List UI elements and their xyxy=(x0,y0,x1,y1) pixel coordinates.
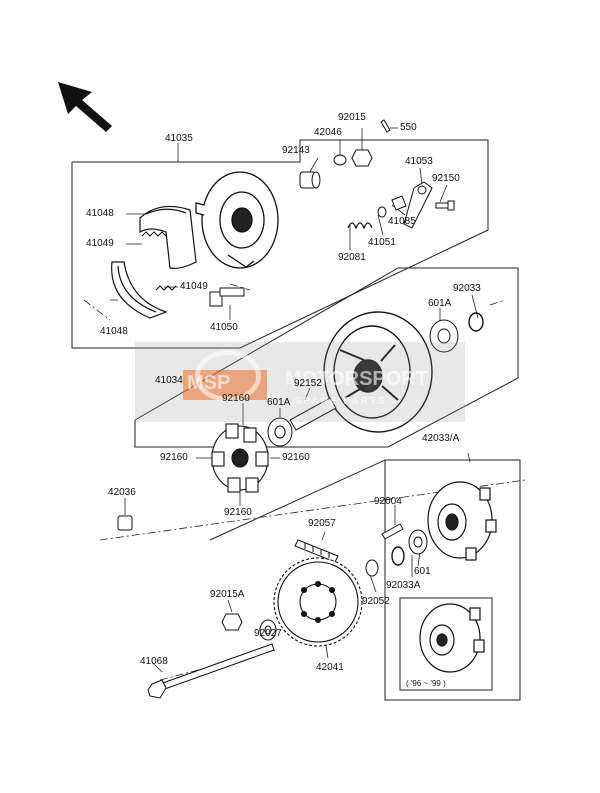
bearing-601 xyxy=(408,529,428,555)
circlip-92033 xyxy=(468,312,484,332)
watermark-logo-text: MSP xyxy=(187,372,231,394)
label-92027: 92027 xyxy=(254,628,282,639)
label-92015: 92015 xyxy=(338,112,366,123)
label-92152: 92152 xyxy=(294,378,322,389)
label-550: 550 xyxy=(400,122,417,133)
indicator-41085 xyxy=(391,195,407,211)
label-92004: 92004 xyxy=(374,496,402,507)
group-box-42033a-link xyxy=(209,459,386,541)
spring-92081 xyxy=(347,222,373,230)
brake-shoe-upper xyxy=(139,205,197,269)
wheel-hub xyxy=(323,311,433,433)
label-92150: 92150 xyxy=(432,173,460,184)
label-92160-right: 92160 xyxy=(282,452,310,463)
label-41050: 41050 xyxy=(210,322,238,333)
label-92160-top: 92160 xyxy=(222,393,250,404)
inset-box-96-99 xyxy=(399,597,493,691)
nut-92015a xyxy=(221,613,243,631)
label-41049-upper: 41049 xyxy=(86,238,114,249)
cotter-pin-550 xyxy=(380,119,391,133)
spring-41049-upper xyxy=(141,231,167,237)
nut-92015 xyxy=(351,149,373,167)
circlip-92033a xyxy=(391,546,405,566)
label-601a-left: 601A xyxy=(267,397,291,408)
brake-shoe-lower xyxy=(111,261,168,319)
label-92052: 92052 xyxy=(362,596,390,607)
bolt-92150 xyxy=(435,200,455,211)
label-601: 601 xyxy=(414,566,431,577)
group-box-42033a xyxy=(384,459,521,701)
label-92057: 92057 xyxy=(308,518,336,529)
label-41034: 41034 xyxy=(155,375,183,386)
lever-41053 xyxy=(403,181,433,229)
bearing-601a-right xyxy=(429,319,459,353)
watermark-brand-text: MOTORSPORT xyxy=(285,368,428,390)
coupling-42033a xyxy=(427,481,497,561)
brake-panel xyxy=(195,171,279,269)
direction-arrow-icon xyxy=(58,82,112,132)
group-box-41035 xyxy=(71,139,489,349)
label-inset-years: ( '96 ~ '99 ) xyxy=(406,679,446,688)
damper-92160 xyxy=(211,423,269,493)
label-92033a: 92033A xyxy=(386,580,421,591)
washer-42046 xyxy=(333,154,347,166)
watermark-sub-text: SPARE PARTS xyxy=(295,396,387,407)
stud-92004 xyxy=(381,523,404,540)
ring-41051 xyxy=(377,206,387,218)
label-42046: 42046 xyxy=(314,127,342,138)
washer-92052 xyxy=(365,559,379,577)
bearing-601a-left xyxy=(267,417,293,447)
sprocket-42041 xyxy=(273,557,363,647)
label-42036: 42036 xyxy=(108,487,136,498)
label-601a-right: 601A xyxy=(428,298,452,309)
label-92033: 92033 xyxy=(453,283,481,294)
coupling-inset xyxy=(419,603,485,673)
label-92081: 92081 xyxy=(338,252,366,263)
spring-41049-lower xyxy=(155,285,177,291)
label-41085: 41085 xyxy=(388,216,416,227)
axle-41068 xyxy=(147,643,275,699)
label-41035: 41035 xyxy=(165,133,193,144)
label-92160-bottom: 92160 xyxy=(224,507,252,518)
label-41048-lower: 41048 xyxy=(100,326,128,337)
label-42041: 42041 xyxy=(316,662,344,673)
collar-42036 xyxy=(117,515,133,531)
collar-92143 xyxy=(299,171,321,189)
label-41068: 41068 xyxy=(140,656,168,667)
label-41053: 41053 xyxy=(405,156,433,167)
spacer-92152 xyxy=(289,397,337,431)
watermark: MSP MOTORSPORT SPARE PARTS xyxy=(135,342,465,422)
group-box-41034 xyxy=(134,267,519,448)
label-41048-upper: 41048 xyxy=(86,208,114,219)
label-41051: 41051 xyxy=(368,237,396,248)
label-92015a: 92015A xyxy=(210,589,245,600)
cam-41050 xyxy=(209,287,245,307)
collar-92027 xyxy=(259,619,277,641)
label-41049-lower: 41049 xyxy=(180,281,208,292)
watermark-logo-ring xyxy=(195,350,261,402)
label-42033a: 42033/A xyxy=(422,433,460,444)
label-92143: 92143 xyxy=(282,145,310,156)
label-92160-left: 92160 xyxy=(160,452,188,463)
